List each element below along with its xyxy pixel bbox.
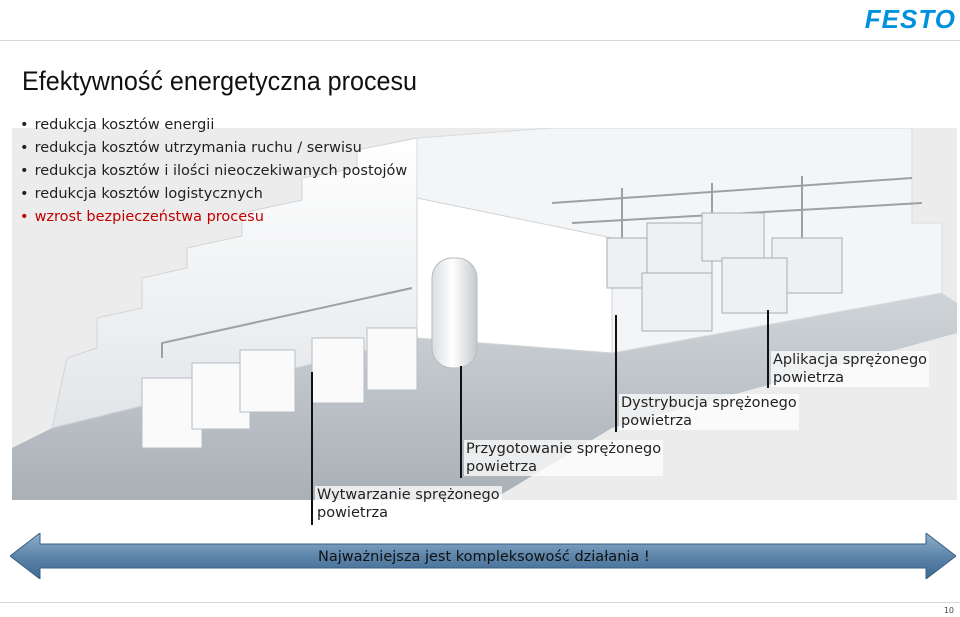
label-generation: Wytwarzanie sprężonego powietrza xyxy=(315,486,502,522)
label-application: Aplikacja sprężonego powietrza xyxy=(771,351,930,387)
bullet-item-highlight: wzrost bezpieczeństwa procesu xyxy=(20,206,407,229)
top-rule xyxy=(0,40,960,41)
bullet-item: redukcja kosztów i ilości nieoczekiwanyc… xyxy=(20,160,408,183)
label-distribution: Dystrybucja sprężonego powietrza xyxy=(619,394,799,430)
bullet-item: redukcja kosztów logistycznych xyxy=(20,183,407,206)
page-number: 10 xyxy=(943,606,954,615)
slide-title: Efektywność energetyczna procesu xyxy=(22,66,418,96)
festo-logo: FESTO xyxy=(864,4,956,34)
summary-banner: Najważniejsza jest kompleksowość działan… xyxy=(318,549,650,565)
bullet-list: redukcja kosztów energii redukcja kosztó… xyxy=(20,114,408,229)
bullet-item: redukcja kosztów energii xyxy=(20,114,407,137)
bottom-rule xyxy=(0,602,960,603)
label-preparation: Przygotowanie sprężonego powietrza xyxy=(464,440,664,476)
double-arrow-icon xyxy=(10,533,956,579)
bullet-item: redukcja kosztów utrzymania ruchu / serw… xyxy=(20,137,407,160)
